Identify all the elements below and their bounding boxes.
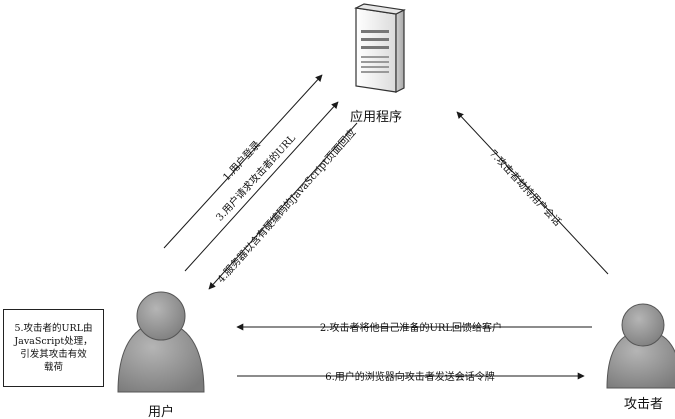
- step-6-label: 6.用户的浏览器向攻击者发送会话令牌: [325, 370, 495, 383]
- note-line: 5.攻击者的URL由: [14, 323, 93, 334]
- arrow-step-4: [208, 122, 358, 290]
- step-2-label: 2.攻击者将他自己准备的URL回馈给客户: [320, 321, 502, 334]
- user-person-icon: [117, 291, 205, 393]
- user-label: 用户: [148, 405, 175, 419]
- note-line: 载荷: [43, 362, 63, 373]
- server-label: 应用程序: [350, 110, 403, 125]
- attacker-label: 攻击者: [624, 397, 664, 412]
- arrow-step-3: [184, 101, 339, 272]
- server-icon: [354, 3, 406, 93]
- arrow-step-1: [163, 74, 323, 249]
- note-line: 引发其攻击有效: [20, 349, 87, 360]
- attacker-person-icon: [606, 303, 675, 389]
- note-line: JavaScript处理，: [14, 336, 93, 347]
- step-7-label: 7.攻击者劫持用户会话: [487, 147, 564, 229]
- arrow-step-7: [456, 111, 609, 275]
- note-box: 5.攻击者的URL由 JavaScript处理， 引发其攻击有效 载荷: [3, 309, 104, 387]
